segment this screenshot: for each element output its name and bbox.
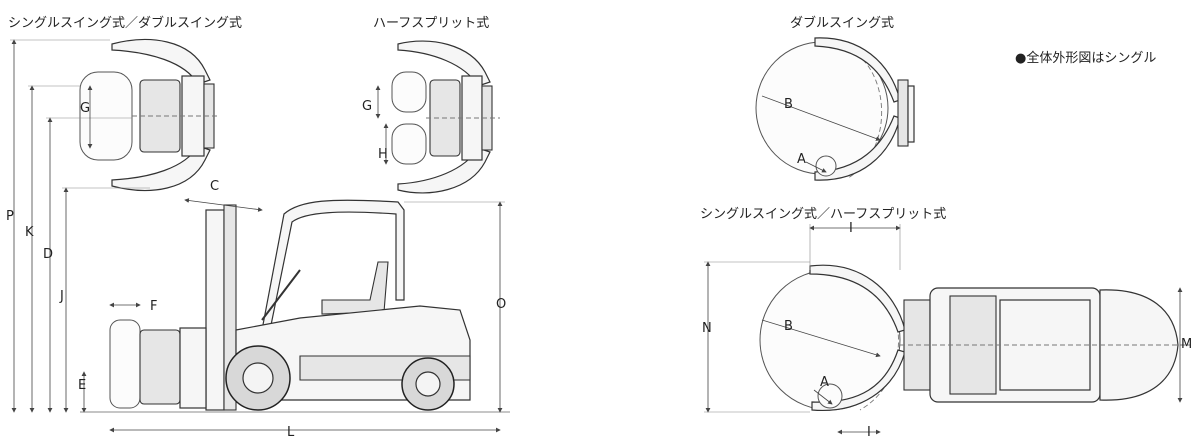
dim-label-g-half-split: G [362,99,372,114]
dim-label-k: K [25,225,34,240]
dim-label-a-single: A [820,375,829,390]
dim-label-c: C [210,179,219,194]
double-swing-view [755,37,915,181]
dim-label-i-bottom: I [867,425,871,438]
dim-label-d: D [43,247,53,262]
dim-label-n: N [702,321,712,336]
dim-label-l: L [287,425,295,438]
dim-label-g: G [80,101,90,116]
dim-label-o: O [496,297,506,312]
dim-label-h: H [378,147,388,162]
dim-label-i-top: I [849,221,853,236]
single-half-split-top-view [759,264,1190,412]
dim-label-p: P [6,209,14,224]
title-double-swing: ダブルスイング式 [790,16,895,31]
title-single-double-swing: シングルスイング式／ダブルスイング式 [8,16,243,31]
dim-label-j: J [59,289,64,304]
forklift-side-view [80,199,510,413]
title-single-swing-half-split: シングルスイング式／ハーフスプリット式 [700,207,947,222]
dim-label-f: F [150,299,157,314]
dim-label-b-single: B [784,319,793,334]
note-overall-outline: ●全体外形図はシングル [1015,51,1157,66]
clamp-top-view-half-split [391,40,500,194]
dim-label-a-double: A [797,152,806,167]
dim-label-b-double: B [784,97,793,112]
title-half-split: ハーフスプリット式 [373,16,490,31]
dim-label-m: M [1181,337,1192,352]
dim-label-e: E [78,378,86,393]
clamp-top-view-single-double [79,38,218,192]
